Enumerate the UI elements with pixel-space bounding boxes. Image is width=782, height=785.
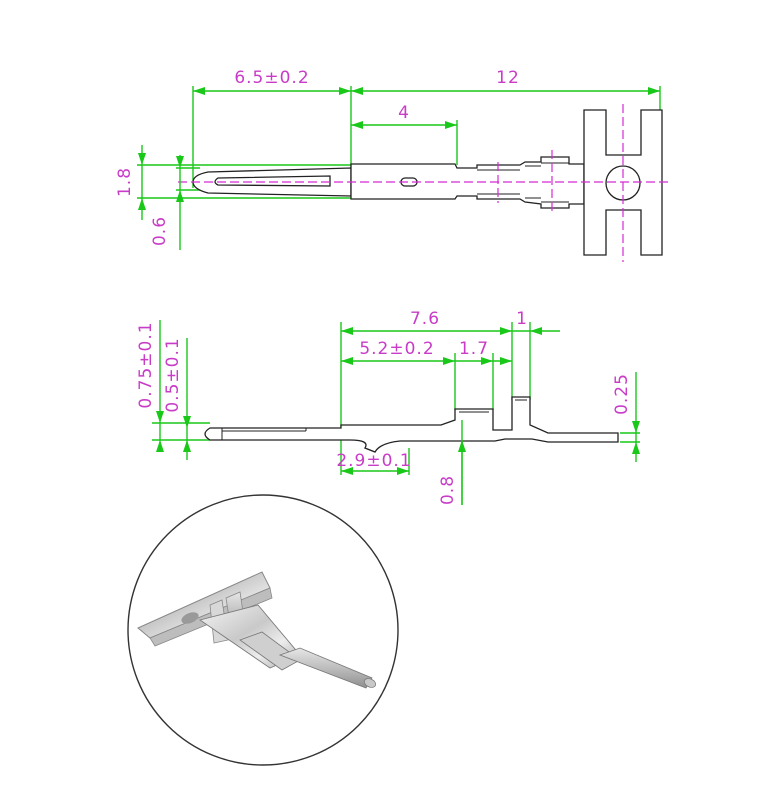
dim-label-0-25: 0.25 [612, 373, 632, 415]
dim-12: 12 [351, 68, 660, 95]
dim-4: 4 [351, 103, 457, 129]
side-profile-outline [204, 396, 619, 453]
dim-label-2-9: 2.9±0.1 [336, 451, 411, 471]
product-photo [127, 494, 399, 766]
dim-label-0-5: 0.5±0.1 [163, 337, 183, 412]
dim-label-0-75: 0.75±0.1 [136, 321, 156, 408]
dim-label-12: 12 [496, 68, 520, 88]
dim-label-0-6: 0.6 [150, 216, 170, 246]
dim-2-9: 2.9±0.1 [336, 451, 411, 475]
pin-inner-slot [214, 175, 331, 187]
dim-0-8: 0.8 [438, 420, 466, 505]
dim-0-5: 0.5±0.1 [163, 337, 191, 460]
dim-7-6: 7.6 1 [341, 309, 560, 335]
dim-label-1: 1 [516, 309, 528, 329]
dim-1-8: 1.8 [115, 145, 146, 220]
dim-label-5-2: 5.2±0.2 [359, 339, 434, 359]
dim-label-0-8: 0.8 [438, 475, 458, 505]
dim-0-75: 0.75±0.1 [136, 320, 164, 452]
dim-label-1-8: 1.8 [115, 167, 135, 197]
side-view: 7.6 1 5.2±0.2 1.7 0.75±0.1 0.5±0.1 [136, 309, 640, 505]
dim-label-4: 4 [398, 103, 410, 123]
dim-label-1-7: 1.7 [459, 339, 489, 359]
dim-6-5: 6.5±0.2 [193, 68, 351, 95]
dim-label-7-6: 7.6 [410, 309, 440, 329]
top-view: 6.5±0.2 12 4 1.8 0.6 [115, 68, 668, 262]
dim-label-6-5: 6.5±0.2 [234, 68, 309, 88]
dim-5-2: 5.2±0.2 1.7 [341, 339, 512, 365]
dim-0-25: 0.25 [612, 372, 640, 462]
dim-0-6: 0.6 [150, 155, 184, 250]
